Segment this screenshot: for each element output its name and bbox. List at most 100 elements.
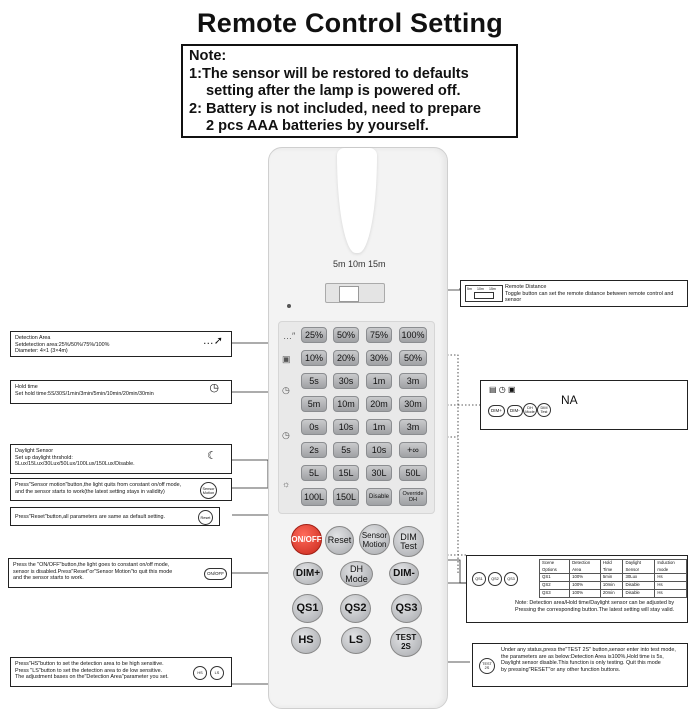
area-25-button[interactable]: 25%: [301, 327, 327, 343]
standby-5s-button[interactable]: 5s: [333, 442, 359, 458]
hold-time-callout: Hold time Set hold time:5S/30S/1min/3min…: [10, 380, 232, 404]
reset-callout: Press"Reset"button,all parameters are sa…: [10, 507, 220, 526]
qs-note-1: Note: Detection area/Hold time/Daylight …: [515, 600, 675, 606]
lux-30-button[interactable]: 30L: [366, 465, 392, 481]
table-cell: 100%: [569, 573, 601, 582]
table-header: Daylight Sensor: [622, 559, 656, 574]
quick-scene-table: Scene Options Detection Area Hold Time D…: [538, 559, 687, 598]
hold-time-text: Set hold time:5S/30S/1min/3min/5min/10mi…: [15, 390, 154, 397]
sensor-motion-icon: Sensor Motion: [200, 482, 217, 499]
toggle-knob[interactable]: [339, 286, 359, 302]
standby-2s-button[interactable]: 2s: [301, 442, 327, 458]
distance-toggle-switch[interactable]: [325, 283, 385, 303]
dim-minus-button[interactable]: DIM-: [389, 562, 419, 585]
lux-5-button[interactable]: 5L: [301, 465, 327, 481]
dim-test-button[interactable]: DIM Test: [393, 526, 424, 557]
quick-scene-callout: QS1 QS2 QS3 Scene Options Detection Area…: [466, 555, 688, 623]
on-off-callout: Press the "ON/OFF"button,the light goes …: [8, 558, 232, 588]
dim-30-button[interactable]: 30%: [366, 350, 392, 366]
hold-5s-button[interactable]: 5s: [301, 373, 327, 389]
icon-label-10m: 10m: [477, 287, 484, 291]
ls-icon: LS: [210, 666, 224, 680]
indicator-led: [287, 304, 291, 308]
signal-icon: …″: [283, 331, 296, 341]
test-2s-button[interactable]: TEST 2S: [390, 627, 422, 657]
reset-button[interactable]: Reset: [325, 526, 354, 555]
daylight-icon: ☼: [282, 479, 291, 489]
standby-0s-button[interactable]: 0s: [301, 419, 327, 435]
icon-label-15m: 15m: [489, 287, 496, 291]
standby-10s-button[interactable]: 10s: [333, 419, 359, 435]
remote-distance-title: Remote Distance: [505, 284, 547, 290]
lux-100-button[interactable]: 100L: [301, 488, 327, 506]
hold-1m-button[interactable]: 1m: [366, 373, 392, 389]
standby-10s-2-button[interactable]: 10s: [366, 442, 392, 458]
test-2s-text-2: the parameters are as below:Detection Ar…: [501, 653, 664, 660]
lux-15-button[interactable]: 15L: [333, 465, 359, 481]
on-off-button[interactable]: ON/OFF: [291, 524, 322, 555]
table-header: Scene Options: [538, 559, 571, 574]
hold-time-title: Hold time: [15, 384, 38, 390]
standby-3m-button[interactable]: 3m: [399, 419, 427, 435]
hold-3m-button[interactable]: 3m: [399, 373, 427, 389]
table-cell: QS1: [538, 573, 571, 582]
qs-note-2: Pressing the corresponding button.The la…: [515, 606, 675, 613]
note-line-2a: 2: Battery is not included, need to prep…: [189, 100, 481, 117]
hold-5m-button[interactable]: 5m: [301, 396, 327, 412]
on-off-text-2: sensor is disabled.Press"Reset"or"Sensor…: [13, 568, 173, 575]
na-label: NA: [561, 393, 578, 407]
lux-50-button[interactable]: 50L: [399, 465, 427, 481]
on-off-text-3: and the sensor starts to work.: [13, 575, 84, 581]
table-cell: 100%: [569, 589, 601, 598]
on-off-icon: ON/OFF: [204, 568, 227, 580]
lux-disable-button[interactable]: Disable: [366, 488, 392, 506]
override-dh-button[interactable]: Override DH: [399, 488, 427, 506]
table-header-row: Scene Options Detection Area Hold Time D…: [538, 559, 687, 574]
area-100-button[interactable]: 100%: [399, 327, 427, 343]
hs-button[interactable]: HS: [291, 627, 321, 654]
table-cell: Hs: [654, 581, 687, 590]
hold-30m-button[interactable]: 30m: [399, 396, 427, 412]
page-title: Remote Control Setting: [197, 8, 503, 38]
hs-ls-text-3: The adjustment bases on the"Detection Ar…: [15, 674, 169, 680]
standby-1m-button[interactable]: 1m: [366, 419, 392, 435]
table-header: Induction mode: [654, 559, 687, 574]
remote-distance-desc: Toggle button can set the remote distanc…: [505, 290, 674, 304]
table-cell: Hs: [654, 589, 687, 598]
daylight-text-1: Set up daylight thrshold:: [15, 454, 73, 461]
detection-area-diameter: Diameter: 4×1 (3×4m): [15, 348, 68, 354]
detection-area-title: Detection Area: [15, 335, 51, 341]
qs2-button[interactable]: QS2: [340, 594, 371, 623]
na-dim-plus-icon: DIM+: [488, 405, 505, 417]
ls-button[interactable]: LS: [341, 627, 371, 654]
test-2s-text-4: by pressing"RESET"or any other function …: [501, 666, 621, 673]
hold-10m-button[interactable]: 10m: [333, 396, 359, 412]
na-dim-minus-icon: DIM-: [507, 405, 523, 417]
dim-plus-button[interactable]: DIM+: [293, 562, 323, 585]
dh-mode-button[interactable]: DH Mode: [340, 561, 373, 587]
note-box: Note: 1:The sensor will be restored to d…: [181, 44, 518, 138]
dim-50-button[interactable]: 50%: [399, 350, 427, 366]
qs3-button[interactable]: QS3: [391, 594, 422, 623]
area-75-button[interactable]: 75%: [366, 327, 392, 343]
qs1-button[interactable]: QS1: [292, 594, 323, 623]
dim-20-button[interactable]: 20%: [333, 350, 359, 366]
table-cell: Hs: [654, 573, 687, 582]
note-line-2b: 2 pcs AAA batteries by yourself.: [206, 118, 429, 134]
lux-150-button[interactable]: 150L: [333, 488, 359, 506]
table-header: Detection Area: [569, 559, 601, 574]
distance-switch-icon: 5m 10m 15m: [465, 285, 503, 302]
note-line-1a: 1:The sensor will be restored to default…: [189, 65, 469, 82]
clock-icon: ◷: [209, 382, 219, 394]
hold-30s-button[interactable]: 30s: [333, 373, 359, 389]
brightness-icon: ▣: [282, 354, 291, 364]
hs-ls-text-2: Press "LS"button to set the detection ar…: [15, 667, 163, 674]
table-cell: 5min: [599, 573, 624, 582]
area-50-button[interactable]: 50%: [333, 327, 359, 343]
dim-10-button[interactable]: 10%: [301, 350, 327, 366]
table-row: QS3 100% 20min Disable Hs: [538, 589, 687, 598]
standby-infinite-button[interactable]: +∞: [399, 442, 427, 458]
sensor-motion-button[interactable]: Sensor Motion: [359, 524, 390, 555]
table-cell: 10min: [599, 581, 624, 590]
hold-20m-button[interactable]: 20m: [366, 396, 392, 412]
